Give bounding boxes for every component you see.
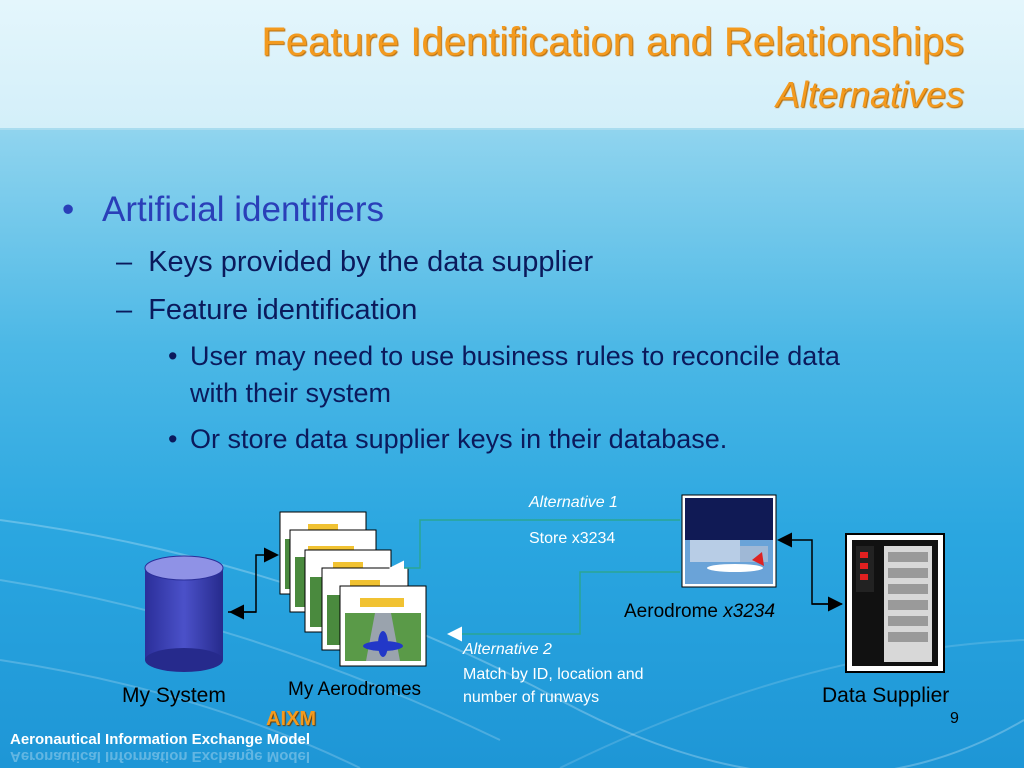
title-bar: Feature Identification and Relationships… — [0, 0, 1024, 130]
alternative-1-title: Alternative 1 — [529, 494, 618, 511]
alternative-1-text: Store x3234 — [529, 530, 616, 547]
server-icon — [845, 533, 945, 673]
database-icon — [144, 555, 224, 672]
aerodrome-label: Aerodrome x3234 — [624, 601, 775, 623]
bullet-dot: • — [168, 341, 178, 371]
bullet-dash: – — [116, 294, 133, 326]
bullet-text: User may need to use business rules to r… — [190, 341, 840, 371]
bullet-dot: • — [168, 424, 178, 454]
aerodrome-label-text: Aerodrome — [624, 601, 724, 622]
footer-org: Aeronautical Information Exchange Model — [10, 731, 311, 748]
alternative-2-line2: number of runways — [463, 689, 600, 706]
my-aerodromes-label: My Aerodromes — [288, 679, 422, 700]
footer-org-reflection: Aeronautical Information Exchange Model — [10, 748, 311, 765]
bullet-text: Feature identification — [148, 294, 418, 326]
slide-title: Feature Identification and Relationships — [261, 20, 964, 64]
bullet-dot: • — [62, 190, 75, 229]
aerodrome-photo-icon — [681, 494, 777, 588]
bullet-level2-keys: – Keys provided by the data supplier — [116, 246, 593, 279]
page-number: 9 — [950, 710, 959, 727]
bullet-text: with their system — [190, 378, 392, 408]
bullet-text: Artificial identifiers — [102, 190, 385, 229]
bullet-dash: – — [116, 246, 133, 278]
bullet-text: Keys provided by the data supplier — [148, 246, 594, 278]
aerodrome-id: x3234 — [723, 601, 776, 622]
alternative-2-title: Alternative 2 — [463, 641, 552, 658]
aerodrome-cards-icon — [279, 511, 427, 667]
aixm-logo: AIXM — [266, 708, 316, 730]
slide-subtitle: Alternatives — [775, 74, 964, 115]
bullet-text: Or store data supplier keys in their dat… — [190, 424, 728, 454]
my-system-label: My System — [122, 684, 226, 707]
alternative-2-line1: Match by ID, location and — [463, 666, 644, 683]
data-supplier-label: Data Supplier — [822, 684, 950, 707]
bullet-level2-feature: – Feature identification — [116, 294, 417, 327]
